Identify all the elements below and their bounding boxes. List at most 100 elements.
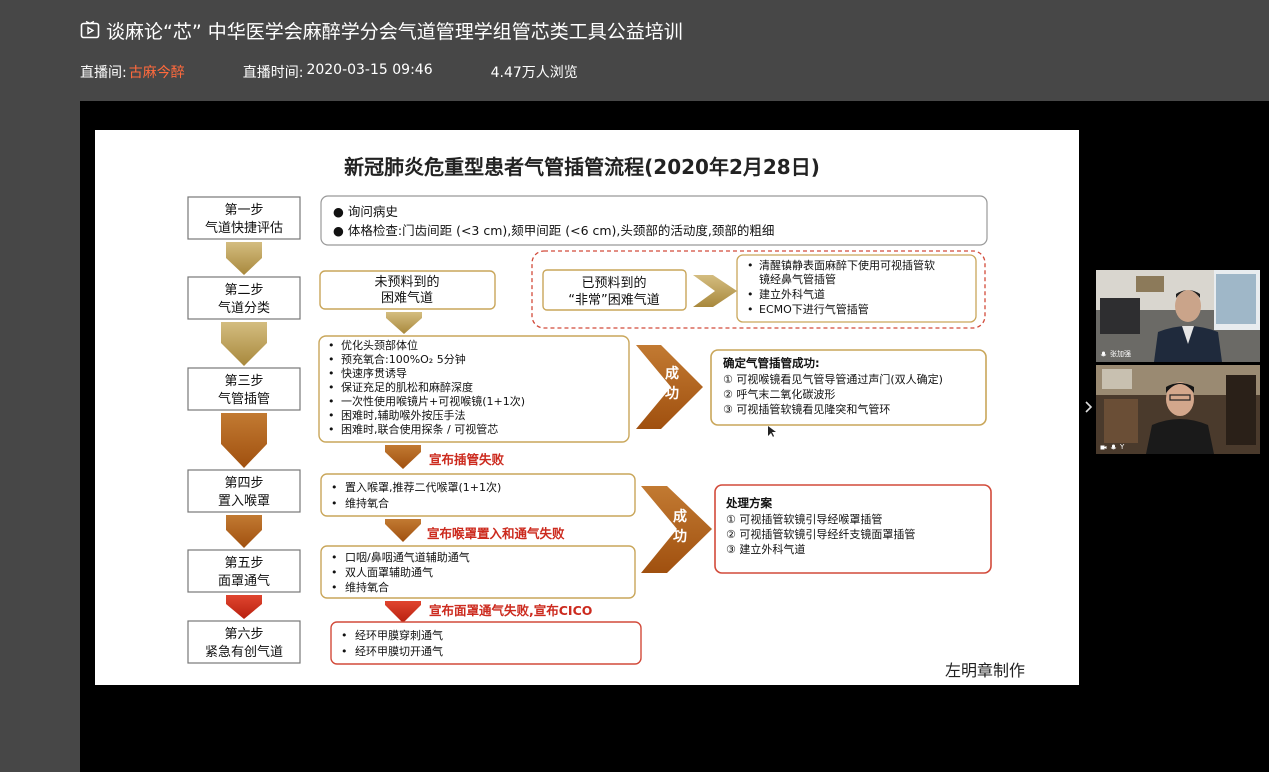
mic-icon	[1110, 444, 1117, 449]
stream-title: 谈麻论“芯” 中华医学会麻醉学分会气道管理学组管芯类工具公益培训	[80, 16, 683, 44]
svg-text:面罩通气: 面罩通气	[218, 573, 270, 589]
participant-video-1[interactable]: 张加强	[1096, 270, 1260, 362]
step-6-box: 第六步 紧急有创气道	[187, 620, 301, 664]
svg-text:处理方案: 处理方案	[725, 496, 772, 510]
flowchart: 新冠肺炎危重型患者气管插管流程(2020年2月28日) 第一步 气道快捷评估 第…	[187, 155, 1025, 680]
fail-3-arrow	[385, 601, 421, 623]
view-count: 4.47万人浏览	[490, 65, 578, 81]
svg-text:③ 建立外科气道: ③ 建立外科气道	[726, 542, 805, 556]
svg-text:•: •	[328, 339, 335, 352]
svg-text:镜经鼻气管插管: 镜经鼻气管插管	[759, 272, 836, 286]
svg-text:•: •	[341, 645, 348, 658]
fail-1-arrow	[385, 445, 421, 469]
svg-text:保证充足的肌松和麻醉深度: 保证充足的肌松和麻醉深度	[341, 380, 473, 394]
svg-text:经环甲膜穿刺通气: 经环甲膜穿刺通气	[355, 628, 443, 642]
svg-text:双人面罩辅助通气: 双人面罩辅助通气	[345, 565, 433, 579]
mouse-cursor-icon	[768, 426, 776, 437]
svg-text:ECMO下进行气管插管: ECMO下进行气管插管	[759, 302, 869, 316]
success-arrow-1: 成 功	[636, 345, 703, 429]
step-3-box: 第三步 气管插管	[187, 367, 301, 411]
fail-1-label: 宣布插管失败	[429, 452, 505, 467]
confirm-success-box: 确定气管插管成功: ① 可视喉镜看见气管导管通过声门(双人确定) ② 呼气末二氧…	[710, 349, 987, 426]
success-arrow-2: 成 功	[641, 486, 712, 573]
fail-3-label: 宣布面罩通气失败,宣布CICO	[429, 603, 592, 618]
svg-text:维持氧合: 维持氧合	[345, 580, 389, 594]
left-flow-arrows	[221, 242, 267, 619]
participant-video-2[interactable]: Y	[1096, 365, 1260, 454]
svg-text:一次性使用喉镜片+可视喉镜(1+1次): 一次性使用喉镜片+可视喉镜(1+1次)	[341, 394, 525, 408]
svg-text:口咽/鼻咽通气道辅助通气: 口咽/鼻咽通气道辅助通气	[345, 550, 470, 564]
step-2-box: 第二步 气道分类	[187, 276, 301, 320]
expected-airway-region: 已预料到的 “非常”困难气道 • 清醒镇静表面麻醉下使用可视插管软 镜经鼻气管插…	[531, 250, 986, 329]
svg-text:第四步: 第四步	[224, 476, 263, 491]
svg-text:第六步: 第六步	[224, 627, 263, 642]
svg-text:•: •	[341, 629, 348, 642]
svg-text:紧急有创气道: 紧急有创气道	[205, 644, 283, 660]
svg-text:气管插管: 气管插管	[218, 391, 270, 407]
svg-text:•: •	[328, 409, 335, 422]
fail-2-label: 宣布喉罩置入和通气失败	[427, 526, 565, 541]
step-5-box: 第五步 面罩通气	[187, 549, 301, 593]
mask-box: • 口咽/鼻咽通气道辅助通气 • 双人面罩辅助通气 • 维持氧合	[320, 545, 636, 599]
slide-title: 新冠肺炎危重型患者气管插管流程(2020年2月28日)	[344, 155, 820, 179]
svg-text:快速序贯诱导: 快速序贯诱导	[341, 366, 407, 380]
svg-text:功: 功	[665, 386, 679, 402]
svg-text:置入喉罩: 置入喉罩	[218, 494, 270, 509]
svg-text:困难时,辅助喉外按压手法: 困难时,辅助喉外按压手法	[341, 408, 466, 422]
svg-text:① 可视喉镜看见气管导管通过声门(双人确定): ① 可视喉镜看见气管导管通过声门(双人确定)	[723, 372, 943, 386]
svg-text:② 可视插管软镜引导经纤支镜面罩插管: ② 可视插管软镜引导经纤支镜面罩插管	[726, 527, 915, 541]
camera-icon	[1100, 445, 1107, 449]
time-value: 2020-03-15 09:46	[306, 62, 433, 78]
svg-text:•: •	[328, 381, 335, 394]
stream-meta: 直播间: 古麻今醉 直播时间: 2020-03-15 09:46 4.47万人浏…	[80, 62, 578, 82]
intubation-box: •优化头颈部体位 •预充氧合:100%O₂ 5分钟 •快速序贯诱导 •保证充足的…	[318, 335, 630, 443]
svg-text:•: •	[747, 288, 754, 301]
video-stage[interactable]: 新冠肺炎危重型患者气管插管流程(2020年2月28日) 第一步 气道快捷评估 第…	[80, 101, 1269, 772]
svg-text:困难时,联合使用探条 / 可视管芯: 困难时,联合使用探条 / 可视管芯	[341, 422, 498, 436]
svg-text:气道分类: 气道分类	[218, 300, 270, 316]
svg-text:未预料到的: 未预料到的	[374, 274, 439, 290]
slide-author: 左明章制作	[945, 661, 1025, 680]
play-icon[interactable]	[80, 20, 100, 40]
svg-text:建立外科气道: 建立外科气道	[759, 287, 825, 301]
participant-2-feed	[1096, 365, 1260, 454]
svg-text:● 体格检查:门齿间距 (<3 cm),颏甲间距 (<6 c: ● 体格检查:门齿间距 (<3 cm),颏甲间距 (<6 cm),头颈部的活动度…	[333, 223, 774, 238]
svg-text:维持氧合: 维持氧合	[345, 496, 389, 510]
unexpected-airway-box: 未预料到的 困难气道	[319, 270, 496, 310]
mic-icon	[1100, 351, 1107, 356]
svg-text:•: •	[747, 303, 754, 316]
svg-text:清醒镇静表面麻醉下使用可视插管软: 清醒镇静表面麻醉下使用可视插管软	[759, 258, 935, 272]
svg-text:•: •	[331, 551, 338, 564]
surgical-airway-box: • 经环甲膜穿刺通气 • 经环甲膜切开通气	[330, 621, 642, 665]
participant-1-label: 张加强	[1100, 349, 1131, 359]
svg-text:第二步: 第二步	[224, 283, 263, 298]
svg-text:第三步: 第三步	[224, 374, 263, 389]
svg-text:成: 成	[665, 365, 679, 382]
svg-text:成: 成	[673, 508, 687, 525]
chevron-right-icon[interactable]	[1084, 399, 1094, 415]
assessment-box: ● 询问病史 ● 体格检查:门齿间距 (<3 cm),颏甲间距 (<6 cm),…	[320, 195, 988, 246]
unexpected-down-arrow	[386, 312, 422, 334]
svg-text:经环甲膜切开通气: 经环甲膜切开通气	[355, 644, 443, 658]
participant-2-label: Y	[1100, 443, 1124, 451]
plan-box: 处理方案 ① 可视插管软镜引导经喉罩插管 ② 可视插管软镜引导经纤支镜面罩插管 …	[714, 484, 992, 574]
svg-text:•: •	[747, 259, 754, 272]
step-1-box: 第一步 气道快捷评估	[187, 196, 301, 240]
room-name[interactable]: 古麻今醉	[128, 65, 185, 81]
svg-text:已预料到的: 已预料到的	[581, 275, 646, 291]
fail-2-arrow	[385, 519, 421, 542]
svg-text:•: •	[328, 395, 335, 408]
presentation-slide: 新冠肺炎危重型患者气管插管流程(2020年2月28日) 第一步 气道快捷评估 第…	[95, 130, 1079, 685]
svg-text:“非常”困难气道: “非常”困难气道	[568, 292, 659, 308]
svg-text:•: •	[328, 423, 335, 436]
svg-text:优化头颈部体位: 优化头颈部体位	[341, 338, 418, 352]
expected-right-arrow	[693, 275, 737, 307]
svg-text:•: •	[331, 581, 338, 594]
svg-text:确定气管插管成功:: 确定气管插管成功:	[723, 356, 820, 370]
svg-text:置入喉罩,推荐二代喉罩(1+1次): 置入喉罩,推荐二代喉罩(1+1次)	[345, 480, 501, 494]
svg-text:•: •	[331, 566, 338, 579]
stream-title-text: 谈麻论“芯” 中华医学会麻醉学分会气道管理学组管芯类工具公益培训	[106, 20, 683, 43]
svg-text:② 呼气末二氧化碳波形: ② 呼气末二氧化碳波形	[723, 387, 835, 401]
svg-text:•: •	[331, 481, 338, 494]
svg-text:第五步: 第五步	[224, 556, 263, 571]
